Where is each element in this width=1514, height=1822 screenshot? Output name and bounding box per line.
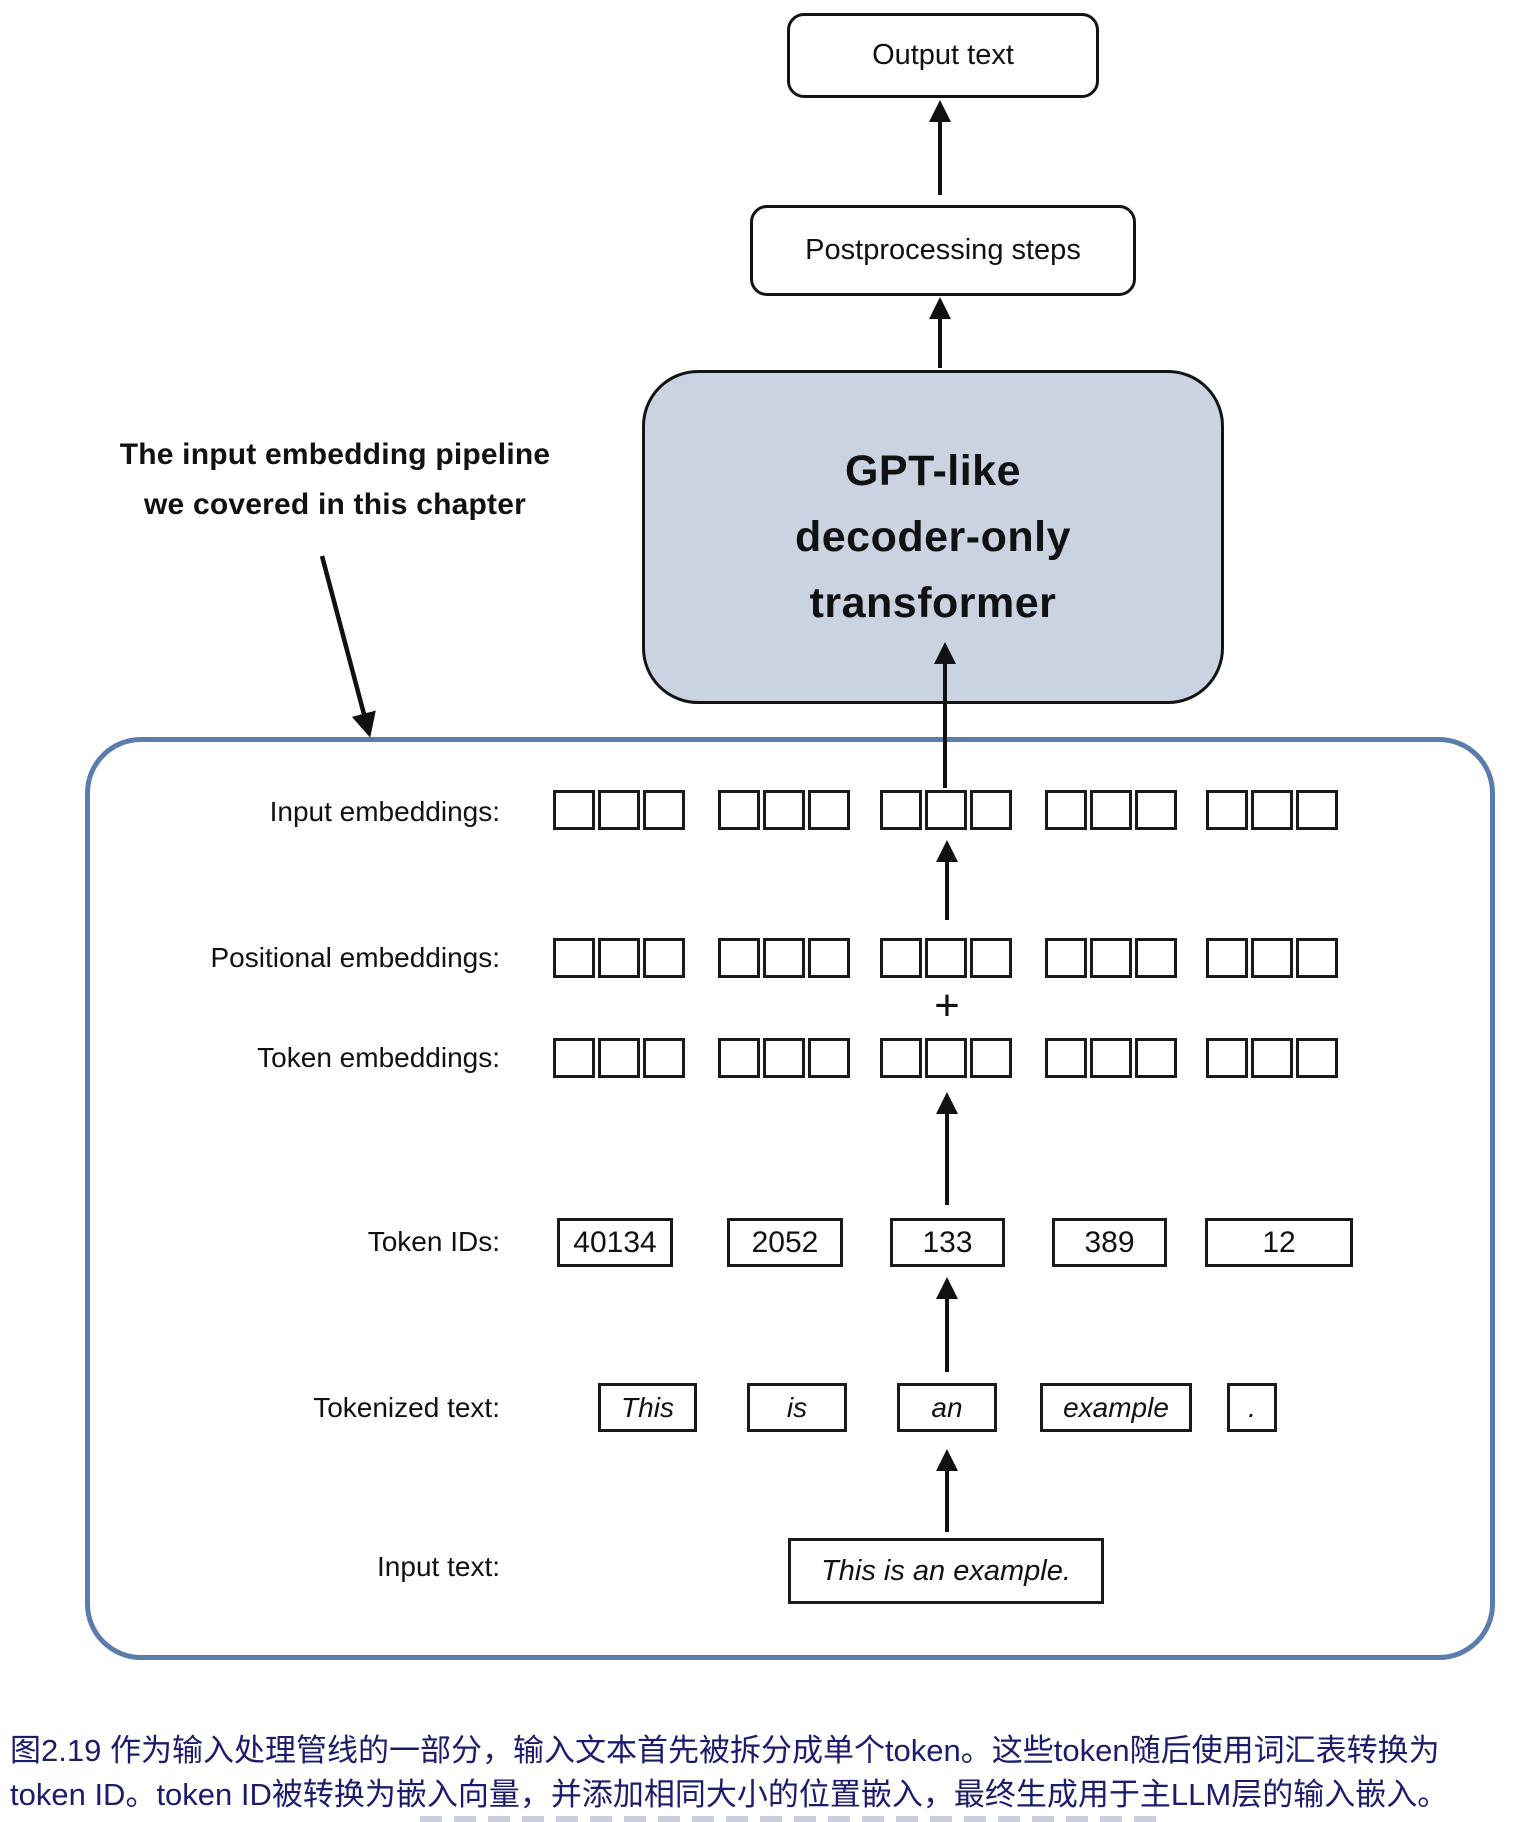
token-embeddings-label: Token embeddings: xyxy=(257,1042,500,1073)
annotation-line-1: The input embedding pipeline xyxy=(119,438,551,471)
annotation-note: The input embedding pipeline we covered … xyxy=(85,430,585,530)
embedding-square xyxy=(880,790,922,830)
embedding-square xyxy=(598,1038,640,1078)
embedding-square xyxy=(925,938,967,978)
input-embeddings-row xyxy=(0,790,1514,830)
token-id-box-5: 12 xyxy=(1205,1218,1353,1267)
embedding-square xyxy=(643,790,685,830)
embedding-square xyxy=(970,938,1012,978)
embedding-square xyxy=(763,938,805,978)
embedding-square xyxy=(808,790,850,830)
embedding-square xyxy=(718,790,760,830)
token-box-an: an xyxy=(897,1383,997,1432)
token-box-this: This xyxy=(598,1383,697,1432)
embedding-vector-group xyxy=(1206,1038,1338,1078)
embedding-square xyxy=(1296,790,1338,830)
token-box-period: . xyxy=(1227,1383,1277,1432)
input-text-label: Input text: xyxy=(377,1551,500,1582)
embedding-square xyxy=(763,1038,805,1078)
token-ids-label: Token IDs: xyxy=(367,1226,500,1257)
embedding-vector-group xyxy=(1045,938,1177,978)
postprocessing-box: Postprocessing steps xyxy=(750,205,1136,296)
positional-embeddings-label: Positional embeddings: xyxy=(210,942,500,973)
embedding-square xyxy=(1090,790,1132,830)
embedding-square xyxy=(598,938,640,978)
cutoff-text-sliver xyxy=(420,1816,1165,1822)
embedding-vector-group xyxy=(880,790,1012,830)
embedding-vector-group xyxy=(718,938,850,978)
caption-line-1: 图2.19 作为输入处理管线的一部分，输入文本首先被拆分成单个token。这些t… xyxy=(10,1733,1440,1768)
embedding-square xyxy=(1090,938,1132,978)
token-id-box-2: 2052 xyxy=(727,1218,843,1267)
token-box-example: example xyxy=(1040,1383,1192,1432)
embedding-square xyxy=(1135,938,1177,978)
token-id-box-4: 389 xyxy=(1052,1218,1167,1267)
postprocessing-label: Postprocessing steps xyxy=(805,234,1081,266)
embedding-square xyxy=(553,1038,595,1078)
token-id-box-1: 40134 xyxy=(557,1218,673,1267)
embedding-square xyxy=(1251,790,1293,830)
embedding-square xyxy=(1206,1038,1248,1078)
embedding-square xyxy=(718,1038,760,1078)
gpt-line-1: GPT-like xyxy=(844,447,1022,495)
embedding-square xyxy=(1090,1038,1132,1078)
embedding-square xyxy=(1045,1038,1087,1078)
embedding-square xyxy=(925,790,967,830)
input-embeddings-label: Input embeddings: xyxy=(269,796,500,827)
caption-line-2: token ID。token ID被转换为嵌入向量，并添加相同大小的位置嵌入，最… xyxy=(10,1777,1449,1812)
annotation-line-2: we covered in this chapter xyxy=(144,488,526,521)
annotation-arrow xyxy=(319,555,376,738)
embedding-vector-group xyxy=(553,1038,685,1078)
embedding-square xyxy=(643,1038,685,1078)
embedding-square xyxy=(718,938,760,978)
embedding-square xyxy=(970,1038,1012,1078)
plus-sign: + xyxy=(934,981,960,1030)
embedding-square xyxy=(1251,938,1293,978)
embedding-square xyxy=(808,938,850,978)
output-text-box: Output text xyxy=(787,13,1099,98)
embedding-vector-group xyxy=(880,1038,1012,1078)
embedding-vector-group xyxy=(718,790,850,830)
embedding-pipeline-container xyxy=(85,737,1495,1660)
embedding-square xyxy=(880,938,922,978)
embedding-vector-group xyxy=(1045,790,1177,830)
token-id-box-3: 133 xyxy=(890,1218,1005,1267)
embedding-square xyxy=(643,938,685,978)
embedding-square xyxy=(1135,790,1177,830)
gpt-transformer-box: GPT-like decoder-only transformer xyxy=(642,370,1224,704)
embedding-vector-group xyxy=(553,790,685,830)
embedding-vector-group xyxy=(1206,938,1338,978)
embedding-square xyxy=(1206,938,1248,978)
embedding-square xyxy=(763,790,805,830)
embedding-square xyxy=(1296,938,1338,978)
input-text-box: This is an example. xyxy=(788,1538,1104,1604)
embedding-vector-group xyxy=(553,938,685,978)
embedding-square xyxy=(925,1038,967,1078)
embedding-vector-group xyxy=(880,938,1012,978)
gpt-line-2: decoder-only xyxy=(795,513,1071,561)
positional-embeddings-row xyxy=(0,938,1514,978)
embedding-square xyxy=(553,790,595,830)
gpt-line-3: transformer xyxy=(809,579,1057,627)
embedding-square xyxy=(1045,938,1087,978)
embedding-square xyxy=(598,790,640,830)
embedding-square xyxy=(1135,1038,1177,1078)
embedding-square xyxy=(1206,790,1248,830)
token-embeddings-row xyxy=(0,1038,1514,1078)
embedding-square xyxy=(808,1038,850,1078)
tokenized-text-label: Tokenized text: xyxy=(313,1392,500,1423)
output-text-label: Output text xyxy=(872,39,1014,71)
embedding-vector-group xyxy=(718,1038,850,1078)
token-box-is: is xyxy=(747,1383,847,1432)
embedding-square xyxy=(880,1038,922,1078)
embedding-square xyxy=(553,938,595,978)
embedding-vector-group xyxy=(1045,1038,1177,1078)
embedding-square xyxy=(1251,1038,1293,1078)
embedding-vector-group xyxy=(1206,790,1338,830)
embedding-square xyxy=(1045,790,1087,830)
embedding-square xyxy=(970,790,1012,830)
embedding-square xyxy=(1296,1038,1338,1078)
